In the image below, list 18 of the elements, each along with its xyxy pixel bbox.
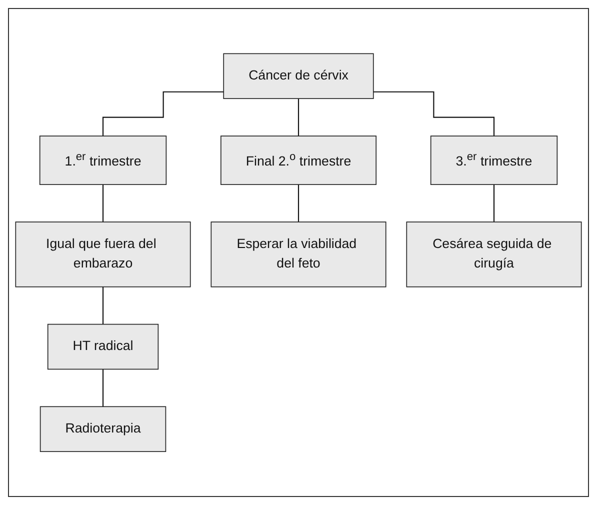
- node-box: [40, 406, 166, 452]
- connector: [102, 91, 224, 136]
- connector: [298, 184, 300, 222]
- node-box: [406, 221, 582, 288]
- node-box: [47, 324, 159, 370]
- node-box: [220, 135, 377, 185]
- connector: [298, 98, 300, 136]
- node-box: [210, 221, 386, 288]
- connector: [102, 184, 104, 222]
- diagram-frame: Cáncer de cérvix 1.$^{er}$ trimestre Final 2.$^{o}$ trimestre 3.$^{er}$ trimestre Igual que fuera del embarazo Esperar la viabilidad del feto Cesárea seguida de cirugía HT radical Radioterapia: [8, 8, 589, 497]
- node-box: [223, 53, 374, 99]
- node-box: [15, 221, 191, 288]
- connector: [493, 184, 495, 222]
- node-box: [430, 135, 558, 185]
- connector: [102, 286, 104, 325]
- connector: [102, 368, 104, 408]
- node-box: [39, 135, 167, 185]
- connector: [373, 91, 495, 136]
